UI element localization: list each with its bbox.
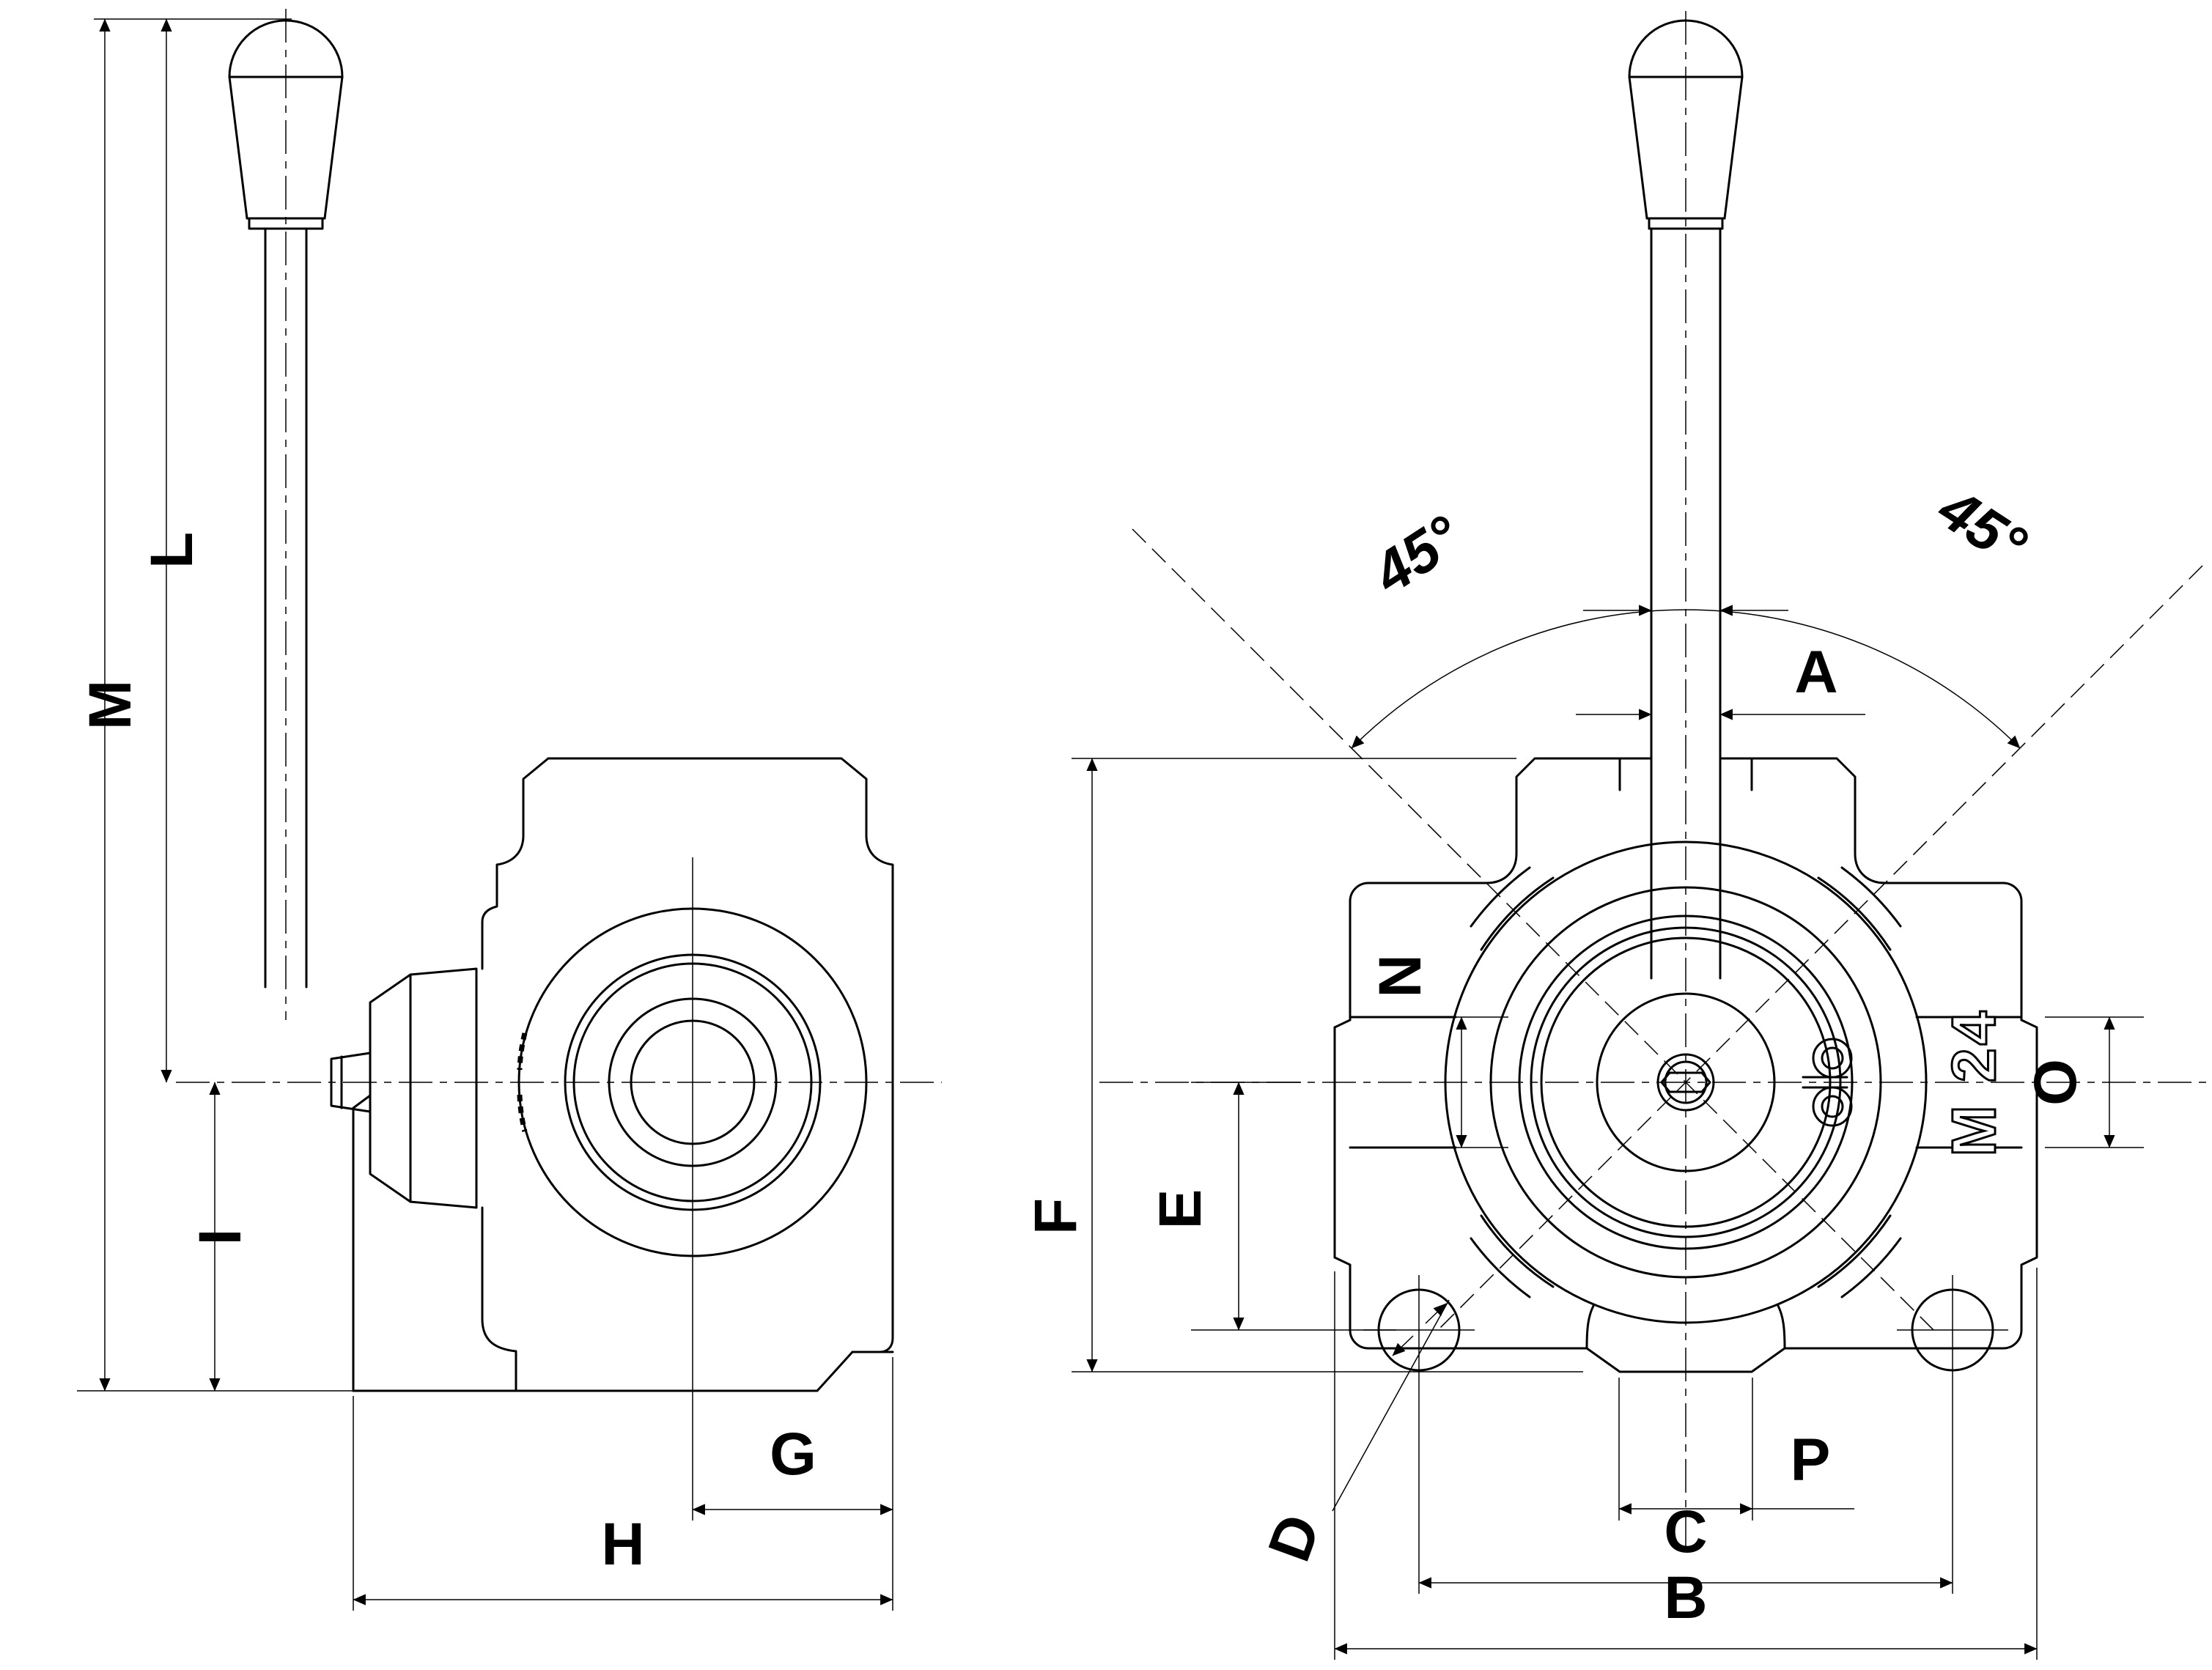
- front-view: 45° 45° A F E N: [1022, 11, 2206, 1660]
- front-diagonal-45-left: [1132, 528, 1936, 1332]
- dim-label-F: F: [1022, 1198, 1089, 1235]
- front-corner-fillets: [1470, 866, 1902, 1298]
- side-body-outline: [352, 757, 894, 1392]
- side-lever-shaft: [264, 227, 308, 989]
- dim-label-C: C: [1664, 1499, 1707, 1565]
- dim-label-P: P: [1791, 1427, 1831, 1493]
- front-hex-socket-screw: [1656, 1053, 1715, 1112]
- front-lever-knob: [1628, 19, 1744, 230]
- angle-label-left: 45°: [1360, 503, 1472, 607]
- side-pivot-assembly: [330, 967, 478, 1392]
- front-diagonal-45-right: [1436, 565, 2203, 1332]
- dim-label-H: H: [601, 1511, 644, 1578]
- front-dimensions: A F E N O M 24: [1022, 639, 2144, 1660]
- front-body-outline: [1333, 757, 2038, 1373]
- thread-label-m24: M 24: [1939, 1008, 2008, 1157]
- front-boss-circles: [1444, 840, 1928, 1324]
- dim-label-E: E: [1147, 1189, 1214, 1230]
- dim-label-B: B: [1664, 1564, 1707, 1631]
- side-serration-lower: [517, 1094, 528, 1132]
- dim-label-N: N: [1367, 954, 1434, 997]
- dim-label-M: M: [77, 680, 144, 730]
- dim-label-O: O: [2022, 1059, 2089, 1106]
- front-swing-arc: 45° 45°: [1351, 475, 2038, 749]
- dim-label-L: L: [139, 532, 205, 569]
- dim-label-D: D: [1256, 1506, 1333, 1570]
- side-dimensions: M L I G H: [77, 18, 893, 1611]
- side-view: M L I G H: [77, 9, 942, 1611]
- angle-label-right: 45°: [1926, 475, 2038, 579]
- dim-label-G: G: [770, 1421, 816, 1488]
- side-lever-knob: [228, 19, 344, 230]
- dim-label-I: I: [187, 1229, 254, 1246]
- dim-label-A: A: [1794, 639, 1837, 706]
- side-serration-upper: [517, 1032, 528, 1071]
- front-retaining-ring: [1802, 1038, 1853, 1127]
